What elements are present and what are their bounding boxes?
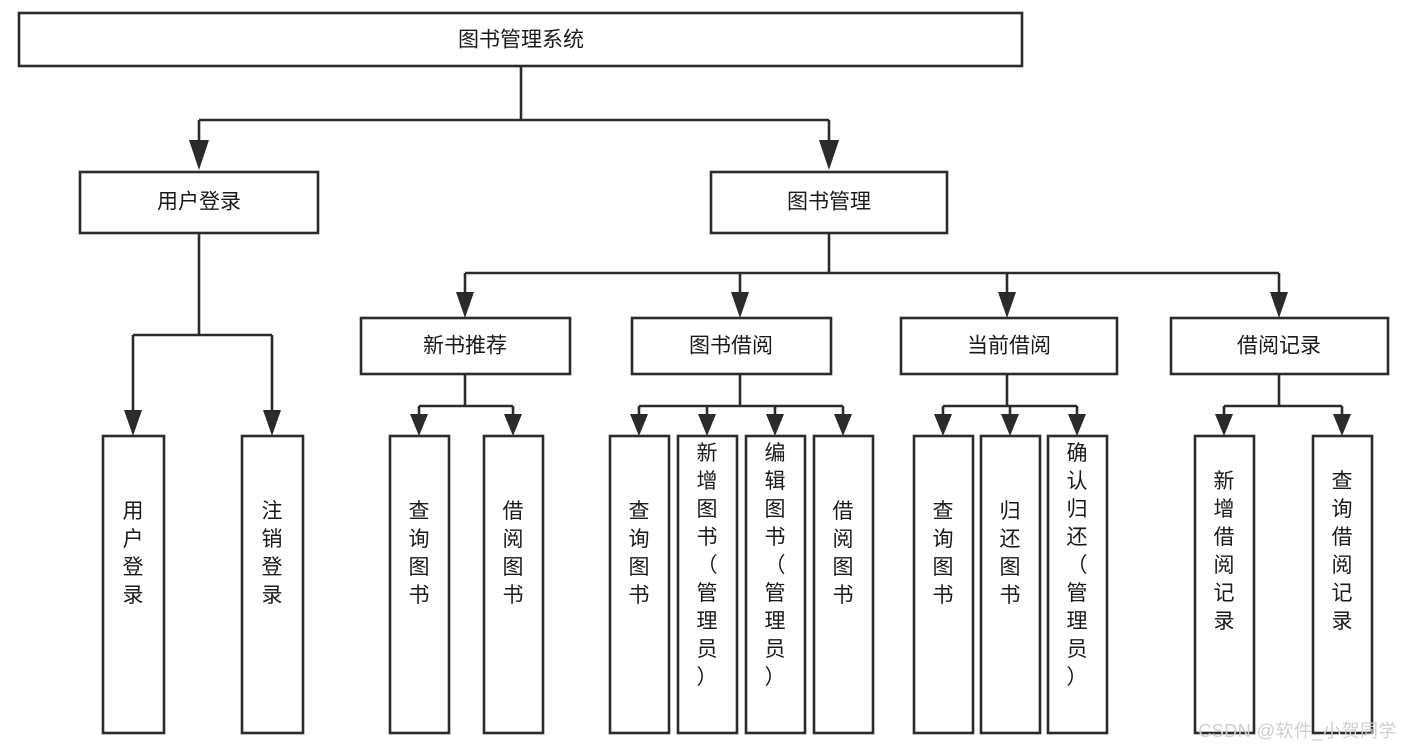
node-leaf-logout-login[interactable]: 注销登录 [240, 434, 305, 735]
arrow-to-leaf-add-book [698, 414, 716, 436]
node-borrow-record[interactable]: 借阅记录 [1169, 316, 1390, 376]
node-leaf-borrow-book-1[interactable]: 借阅图书 [482, 434, 545, 735]
node-leaf-return-book-label: 归还图书 [1000, 500, 1021, 607]
arrow-to-leaf-borrow-book-1 [504, 414, 522, 436]
connector-group-book-borrow [630, 374, 852, 436]
arrow-to-leaf-query-record [1333, 414, 1351, 436]
node-user-login[interactable]: 用户登录 [78, 170, 320, 235]
node-leaf-add-record-box[interactable] [1193, 434, 1256, 735]
node-leaf-confirm-return-label: 确认归还（管理员） [1067, 442, 1088, 689]
arrow-to-new-book-recommend [456, 292, 474, 318]
node-current-borrow[interactable]: 当前借阅 [899, 316, 1119, 376]
arrow-to-leaf-user-login [124, 410, 142, 436]
node-leaf-user-login[interactable]: 用户登录 [101, 434, 166, 735]
node-leaf-logout-login-box[interactable] [240, 434, 305, 735]
arrow-to-book-management [819, 140, 839, 170]
arrow-to-user-login [189, 140, 209, 170]
node-book-management-box[interactable] [709, 170, 949, 235]
node-book-borrow[interactable]: 图书借阅 [630, 316, 833, 376]
node-leaf-user-login-label: 用户登录 [123, 500, 144, 607]
arrow-to-leaf-return-book [1001, 414, 1019, 436]
node-leaf-edit-book-box[interactable] [744, 434, 807, 735]
arrow-to-leaf-confirm-return [1068, 414, 1086, 436]
node-leaf-borrow-book-1-label: 借阅图书 [503, 500, 524, 607]
node-leaf-query-book-3-label: 查询图书 [933, 500, 954, 607]
node-current-borrow-box[interactable] [899, 316, 1119, 376]
arrow-to-leaf-logout-login [263, 410, 281, 436]
arrow-to-leaf-add-record [1215, 414, 1233, 436]
arrow-to-current-borrow [998, 292, 1016, 318]
arrow-to-leaf-query-book-3 [934, 414, 952, 436]
node-leaf-add-book-label: 新增图书（管理员） [697, 442, 718, 689]
node-leaf-query-book-1[interactable]: 查询图书 [388, 434, 451, 735]
node-leaf-borrow-book-2-box[interactable] [812, 434, 875, 735]
arrow-to-book-borrow [731, 292, 749, 318]
node-book-borrow-label: 图书借阅 [689, 335, 773, 358]
arrow-to-borrow-record [1270, 292, 1288, 318]
node-leaf-return-book-box[interactable] [979, 434, 1042, 735]
node-leaf-query-record[interactable]: 查询借阅记录 [1311, 434, 1374, 735]
arrow-to-leaf-borrow-book-2 [834, 414, 852, 436]
node-book-management-label: 图书管理 [787, 191, 871, 214]
node-leaf-query-book-3[interactable]: 查询图书 [912, 434, 975, 735]
arrow-to-leaf-edit-book [766, 414, 784, 436]
node-leaf-borrow-book-2[interactable]: 借阅图书 [812, 434, 875, 735]
csdn-watermark: CSDN @软件_小贺同学 [1198, 721, 1397, 741]
connector-group-user-login [124, 233, 281, 436]
node-leaf-user-login-box[interactable] [101, 434, 166, 735]
node-leaf-edit-book[interactable]: 编辑图书（管理员） [744, 434, 807, 735]
node-leaf-borrow-book-1-box[interactable] [482, 434, 545, 735]
node-borrow-record-label: 借阅记录 [1237, 335, 1321, 358]
node-borrow-record-box[interactable] [1169, 316, 1390, 376]
node-new-book-recommend[interactable]: 新书推荐 [359, 316, 572, 376]
arrow-to-leaf-query-book-2 [630, 414, 648, 436]
node-root[interactable]: 图书管理系统 [17, 11, 1024, 68]
node-leaf-query-record-box[interactable] [1311, 434, 1374, 735]
node-leaf-query-book-1-label: 查询图书 [409, 500, 430, 607]
node-leaf-query-book-3-box[interactable] [912, 434, 975, 735]
node-leaf-return-book[interactable]: 归还图书 [979, 434, 1042, 735]
node-new-book-recommend-box[interactable] [359, 316, 572, 376]
node-leaf-logout-login-label: 注销登录 [262, 500, 283, 607]
node-book-management[interactable]: 图书管理 [709, 170, 949, 235]
connector-group-new-book-recommend [410, 374, 522, 436]
node-leaf-add-record[interactable]: 新增借阅记录 [1193, 434, 1256, 735]
node-root-label: 图书管理系统 [458, 29, 584, 52]
node-leaf-query-book-2[interactable]: 查询图书 [608, 434, 671, 735]
connector-group-root [189, 66, 839, 170]
node-user-login-box[interactable] [78, 170, 320, 235]
node-new-book-recommend-label: 新书推荐 [423, 335, 507, 358]
node-leaf-query-book-2-label: 查询图书 [629, 500, 650, 607]
node-leaf-query-book-2-box[interactable] [608, 434, 671, 735]
node-leaf-add-book[interactable]: 新增图书（管理员） [676, 434, 739, 735]
connector-group-book-management [456, 233, 1288, 318]
node-leaf-query-record-label: 查询借阅记录 [1332, 470, 1353, 633]
node-root-box[interactable] [17, 11, 1024, 68]
connector-group-borrow-record [1215, 374, 1351, 436]
node-leaf-add-record-label: 新增借阅记录 [1214, 470, 1235, 633]
node-leaf-edit-book-label: 编辑图书（管理员） [765, 442, 786, 689]
node-leaf-add-book-box[interactable] [676, 434, 739, 735]
node-leaf-confirm-return[interactable]: 确认归还（管理员） [1046, 434, 1109, 735]
node-current-borrow-label: 当前借阅 [967, 335, 1051, 358]
node-leaf-confirm-return-box[interactable] [1046, 434, 1109, 735]
node-leaf-query-book-1-box[interactable] [388, 434, 451, 735]
connector-group-current-borrow [934, 374, 1086, 436]
arrow-to-leaf-query-book-1 [410, 414, 428, 436]
node-book-borrow-box[interactable] [630, 316, 833, 376]
node-user-login-label: 用户登录 [157, 191, 241, 214]
node-leaf-borrow-book-2-label: 借阅图书 [833, 500, 854, 607]
